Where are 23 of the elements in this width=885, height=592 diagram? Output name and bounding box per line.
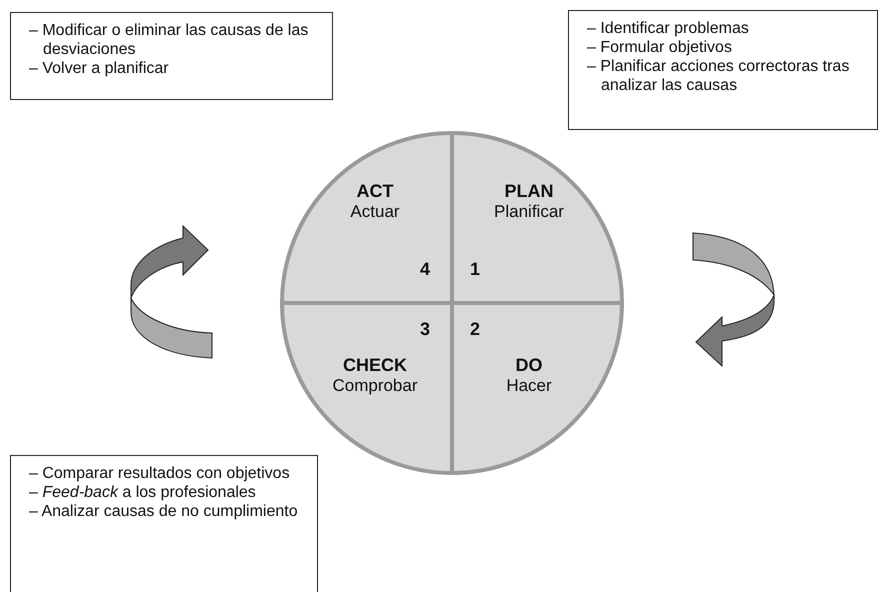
step-number: 4 bbox=[420, 259, 430, 280]
list-item: – Comparar resultados con objetivos bbox=[29, 464, 291, 483]
phase-heading: ACT bbox=[356, 181, 394, 202]
text-box bbox=[568, 10, 878, 130]
text-box bbox=[10, 455, 318, 592]
phase-heading: CHECK bbox=[342, 355, 408, 376]
list-item: – Modificar o eliminar las causas de las desviaciones bbox=[29, 21, 310, 59]
phase-name: Hacer bbox=[505, 376, 553, 396]
list-item: – Formular objetivos bbox=[587, 38, 733, 57]
step-number: 3 bbox=[420, 319, 430, 340]
list-item: – Volver a planificar bbox=[29, 59, 170, 78]
list-item: – Analizar causas de no cumplimiento bbox=[29, 502, 299, 521]
list-item: – Planificar acciones correctoras tras analizar las causas bbox=[587, 57, 850, 95]
phase-name: Comprobar bbox=[331, 376, 419, 396]
list-item: – Identificar problemas bbox=[587, 19, 750, 38]
step-number: 2 bbox=[470, 319, 480, 340]
phase-heading: PLAN bbox=[504, 181, 554, 202]
step-number: 1 bbox=[470, 259, 480, 280]
list-item: – Feed-back a los profesionales bbox=[29, 483, 257, 502]
text-box bbox=[10, 12, 333, 100]
phase-heading: DO bbox=[514, 355, 544, 376]
phase-name: Actuar bbox=[349, 202, 401, 222]
phase-name: Planificar bbox=[493, 202, 565, 222]
